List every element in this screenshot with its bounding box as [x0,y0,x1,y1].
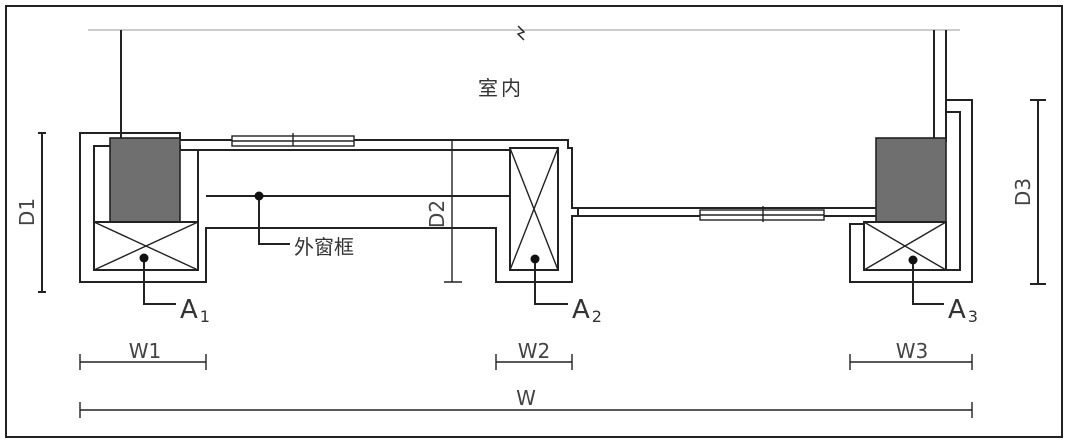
unit-a1-leader [143,262,176,305]
dimension-d1: D1 [15,132,46,293]
unit-a3-box [863,221,947,271]
outer-frame-point [254,191,264,201]
w3-label: W3 [896,339,929,363]
right-low-wall [572,206,876,222]
outer-frame-callout: 外窗框 [254,191,354,259]
unit-a3-point [908,255,918,265]
w1-label: W1 [129,339,162,363]
outer-frame-label: 外窗框 [294,235,354,259]
dimension-w3: W3 [849,339,973,370]
dimension-d2: D2 [425,139,462,283]
d3-label: D3 [1011,178,1035,206]
w2-label: W2 [518,339,551,363]
unit-a2-cross-2 [509,147,559,271]
unit-a2-point [530,254,540,264]
unit-a3-leader [912,264,944,305]
outer-border [5,5,1063,438]
unit-a1-box [93,221,199,271]
unit-a3-block [875,137,947,223]
break-mark [516,25,526,41]
unit-a1-block [109,137,181,223]
dimension-w: W [79,386,973,418]
unit-a1-cross-2 [93,221,199,271]
unit-a3-cross-2 [863,221,947,271]
d2-label: D2 [425,200,449,228]
unit-a1-point [139,253,149,263]
dimension-w2: W2 [495,339,573,370]
unit-a2-leader [534,263,568,305]
dimension-d3: D3 [1011,99,1046,285]
outer-frame-leader [258,200,290,245]
indoor-label: 室内 [478,76,524,100]
w-label: W [516,386,536,410]
window-top [231,133,355,147]
dimension-w1: W1 [79,339,207,370]
d1-label: D1 [15,198,39,226]
